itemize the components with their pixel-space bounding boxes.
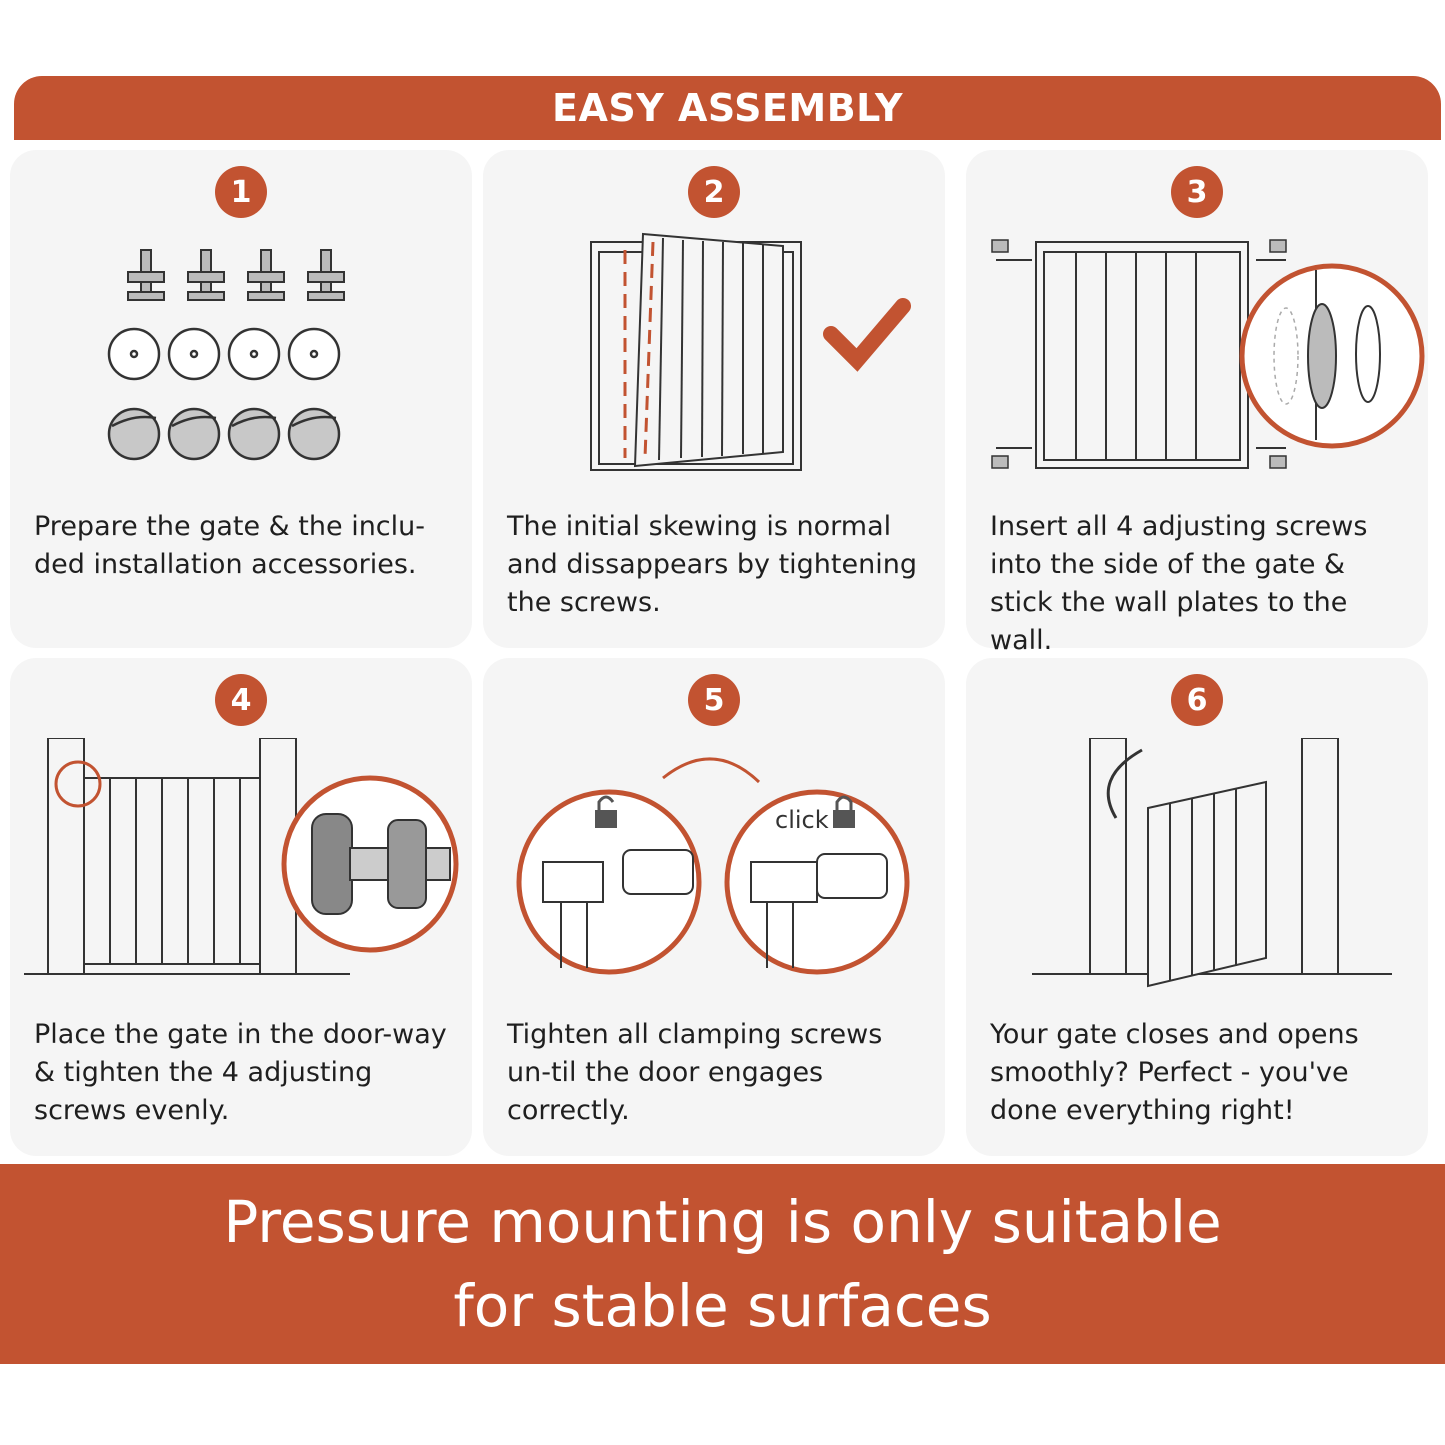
latch-engage-illustration: click bbox=[516, 757, 910, 975]
step-card-2: 2 The initial skewing is normal and diss… bbox=[483, 150, 945, 648]
page-title: EASY ASSEMBLY bbox=[552, 86, 903, 130]
magnifier-circle-icon bbox=[516, 789, 910, 975]
accessories-illustration bbox=[107, 249, 345, 461]
doorway-installation-illustration bbox=[24, 738, 459, 975]
rotation-arrow-icon bbox=[1106, 748, 1143, 819]
skew-guide-lines bbox=[623, 241, 655, 459]
screw-icon bbox=[991, 239, 1287, 469]
step-description: Place the gate in the door-way & tighten… bbox=[34, 1019, 447, 1126]
footer-banner: Pressure mounting is only suitable for s… bbox=[0, 1164, 1445, 1364]
step-number-badge: 2 bbox=[688, 166, 740, 218]
step-description: The initial skewing is normal and dissap… bbox=[507, 511, 917, 618]
step-number-badge: 1 bbox=[215, 166, 267, 218]
step-description: Prepare the gate & the inclu-ded install… bbox=[34, 511, 426, 580]
gate-icon bbox=[24, 738, 350, 975]
footer-line-2: for stable surfaces bbox=[453, 1272, 992, 1340]
gate-skew-illustration bbox=[590, 232, 911, 471]
gate-icon bbox=[1035, 241, 1249, 469]
step-number-badge: 5 bbox=[688, 674, 740, 726]
step-card-3: 3 Insert all 4 adjusting screws into the… bbox=[966, 150, 1428, 656]
step-card-1: 1 Prepare the gate & the inclu-ded insta… bbox=[10, 150, 472, 648]
footer-line-1: Pressure mounting is only suitable bbox=[223, 1188, 1222, 1256]
step-description: Tighten all clamping screws un-til the d… bbox=[507, 1019, 883, 1126]
magnifier-circle-icon bbox=[281, 775, 459, 953]
step-card-4: 4 Place the gate in the door-way & tight… bbox=[10, 658, 472, 1156]
detail-highlight bbox=[54, 760, 102, 808]
step-description: Your gate closes and opens smoothly? Per… bbox=[990, 1019, 1359, 1126]
header-banner: EASY ASSEMBLY bbox=[14, 76, 1441, 140]
gate-icon bbox=[590, 232, 802, 471]
step-description: Insert all 4 adjusting screws into the s… bbox=[990, 511, 1368, 656]
step-number-badge: 3 bbox=[1171, 166, 1223, 218]
screws-and-plates-illustration bbox=[991, 239, 1425, 469]
adhesive-pad-icon bbox=[107, 407, 341, 461]
padlock-open-icon bbox=[595, 795, 617, 828]
step-card-5: 5 click Tighten all clamping screws un-t… bbox=[483, 658, 945, 1156]
step-number-badge: 6 bbox=[1171, 674, 1223, 726]
padlock-closed-icon bbox=[833, 795, 855, 828]
screw-icon bbox=[127, 249, 345, 301]
gate-opening-illustration bbox=[1032, 738, 1392, 988]
step-card-6: 6 Your gate closes and opens smoothly? P… bbox=[966, 658, 1428, 1156]
click-label: click bbox=[775, 806, 829, 834]
wall-plate-icon bbox=[107, 327, 341, 381]
arrow-icon bbox=[662, 757, 761, 784]
checkmark-icon bbox=[823, 298, 911, 372]
gate-icon bbox=[1032, 738, 1392, 988]
magnifier-circle-icon bbox=[1239, 263, 1425, 449]
step-number-badge: 4 bbox=[215, 674, 267, 726]
arrow-icon bbox=[996, 259, 1286, 449]
